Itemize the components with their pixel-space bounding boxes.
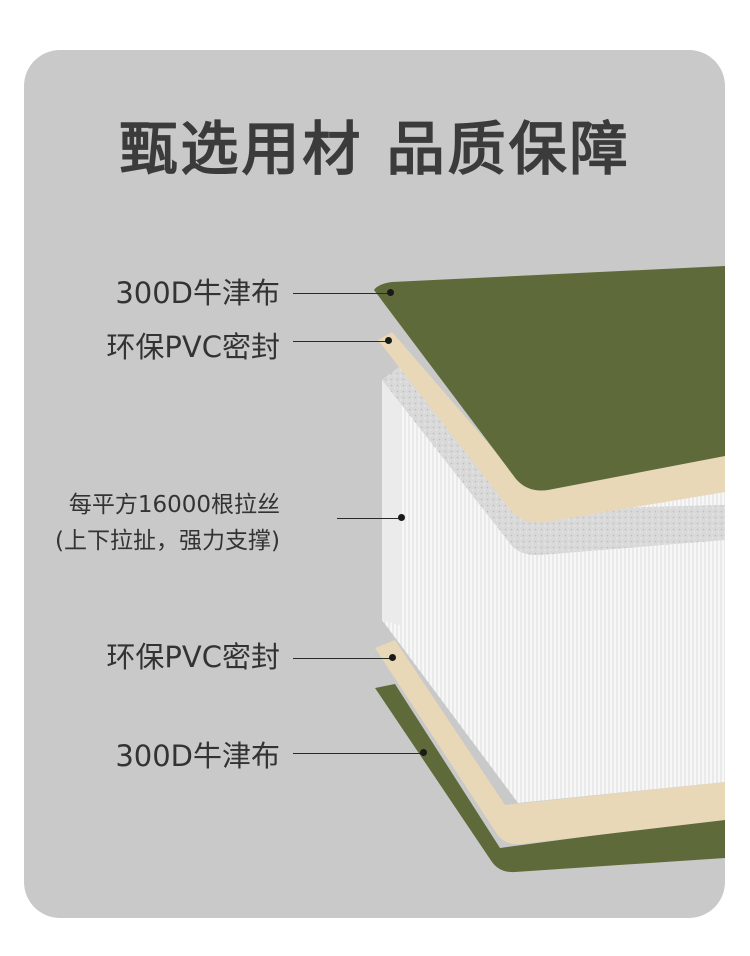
- foam-layer: [382, 366, 725, 556]
- top-pvc-layer: [378, 332, 725, 523]
- label-top-pvc: 环保PVC密封: [106, 330, 280, 364]
- leader-top-oxford: [293, 293, 391, 294]
- dot-top-pvc: [385, 337, 392, 344]
- top-oxford-layer: [374, 266, 725, 491]
- page-title: 甄选用材 品质保障: [119, 115, 631, 183]
- bottom-pvc-layer: [375, 640, 725, 845]
- dot-bottom-oxford: [420, 749, 427, 756]
- label-drop-stitch-line2: (上下拉扯，强力支撑): [55, 528, 280, 554]
- bottom-oxford-layer: [375, 684, 725, 873]
- leader-drop-stitch: [337, 518, 401, 519]
- leader-bottom-pvc: [293, 658, 391, 659]
- dot-bottom-pvc: [389, 654, 396, 661]
- leader-bottom-oxford: [293, 753, 423, 754]
- label-bottom-pvc: 环保PVC密封: [106, 640, 280, 674]
- label-bottom-oxford: 300D牛津布: [115, 739, 280, 773]
- label-drop-stitch-line1: 每平方16000根拉丝: [68, 492, 280, 518]
- leader-top-pvc: [293, 341, 391, 342]
- label-top-oxford: 300D牛津布: [115, 276, 280, 310]
- dot-drop-stitch: [398, 514, 405, 521]
- dot-top-oxford: [387, 289, 394, 296]
